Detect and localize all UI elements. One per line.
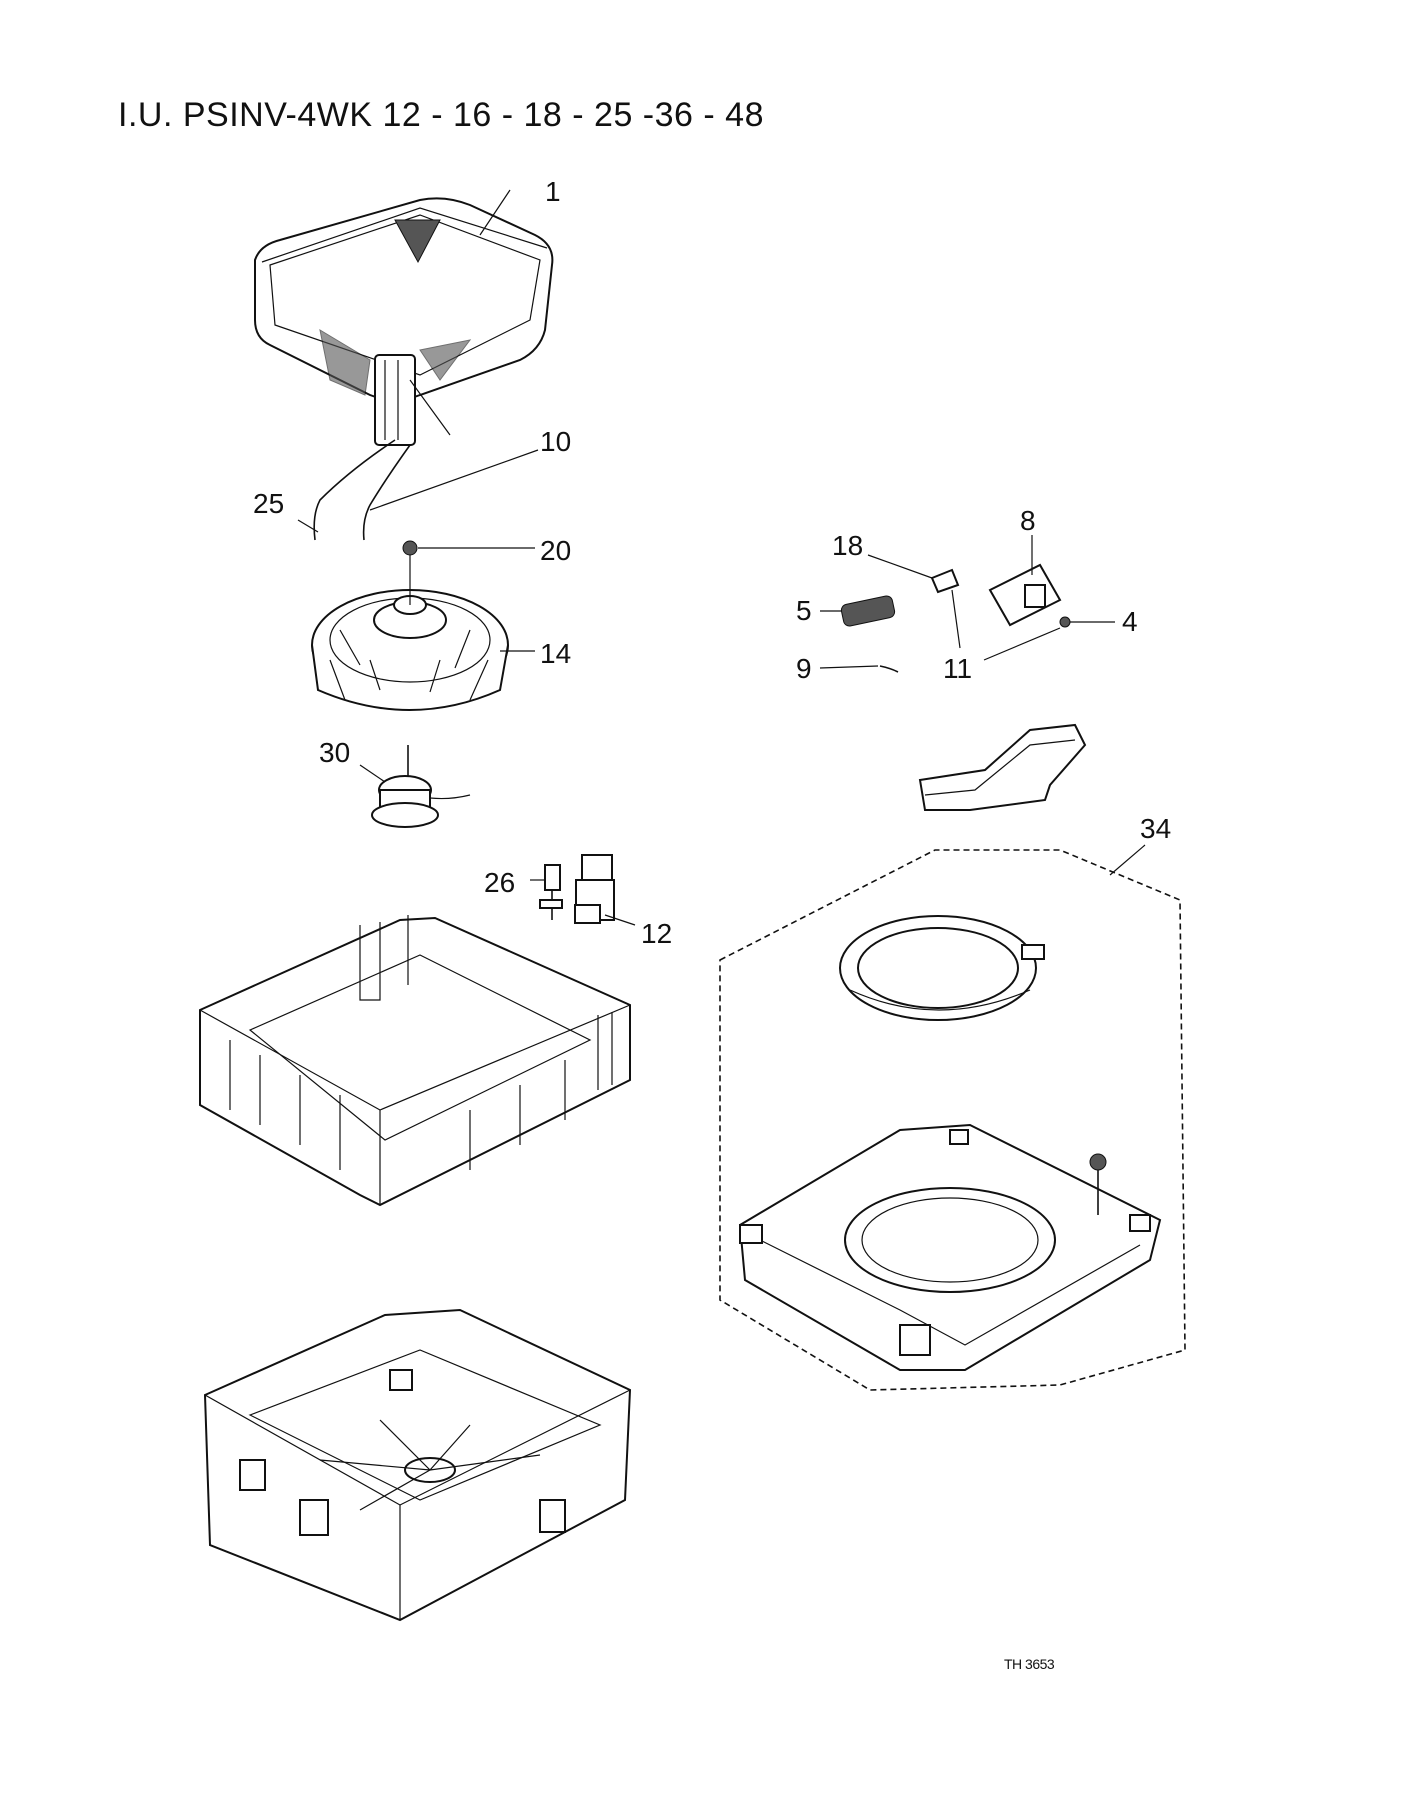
pipe-25 [313,439,396,541]
callout-18: 18 [832,530,864,561]
callout-4: 4 [1122,606,1138,637]
thermistor-9 [879,665,899,673]
panel-ring [839,915,1045,1021]
callout-5: 5 [796,595,812,626]
panel-frame [738,1123,1162,1371]
callout-20: 20 [540,535,572,566]
drain-pan [199,915,631,1207]
control-board-bracket [988,563,1062,627]
callout-9: 9 [796,653,812,684]
callout-25: 25 [253,488,285,519]
callout-11: 11 [943,653,973,684]
callout-26: 26 [484,867,516,898]
callout-30: 30 [319,737,351,768]
heat-exchanger-coil [254,197,554,446]
fan-nut [402,540,418,556]
assembly-34-outline [719,849,1186,1391]
fan-nut-34 [1089,1153,1107,1215]
callout-14: 14 [540,638,572,669]
base-casing [203,1308,632,1622]
callout-12: 12 [641,918,673,949]
terminal-clip-18 [930,568,960,594]
screw-4 [1059,616,1071,628]
turbo-fan [311,555,509,711]
filter-5 [840,595,896,627]
page-title: I.U. PSINV-4WK 12 - 16 - 18 - 25 -36 - 4… [118,96,764,134]
drain-pump [574,854,615,924]
callout-1: 1 [545,176,561,207]
fan-motor [371,745,471,828]
callout-34: 34 [1140,813,1172,844]
float-switch [539,864,563,920]
pipe-10 [362,444,411,541]
callout-10: 10 [540,426,572,457]
control-box-cover [918,723,1087,811]
callout-8: 8 [1020,505,1036,536]
drawing-code: TH 3653 [1004,1656,1055,1672]
